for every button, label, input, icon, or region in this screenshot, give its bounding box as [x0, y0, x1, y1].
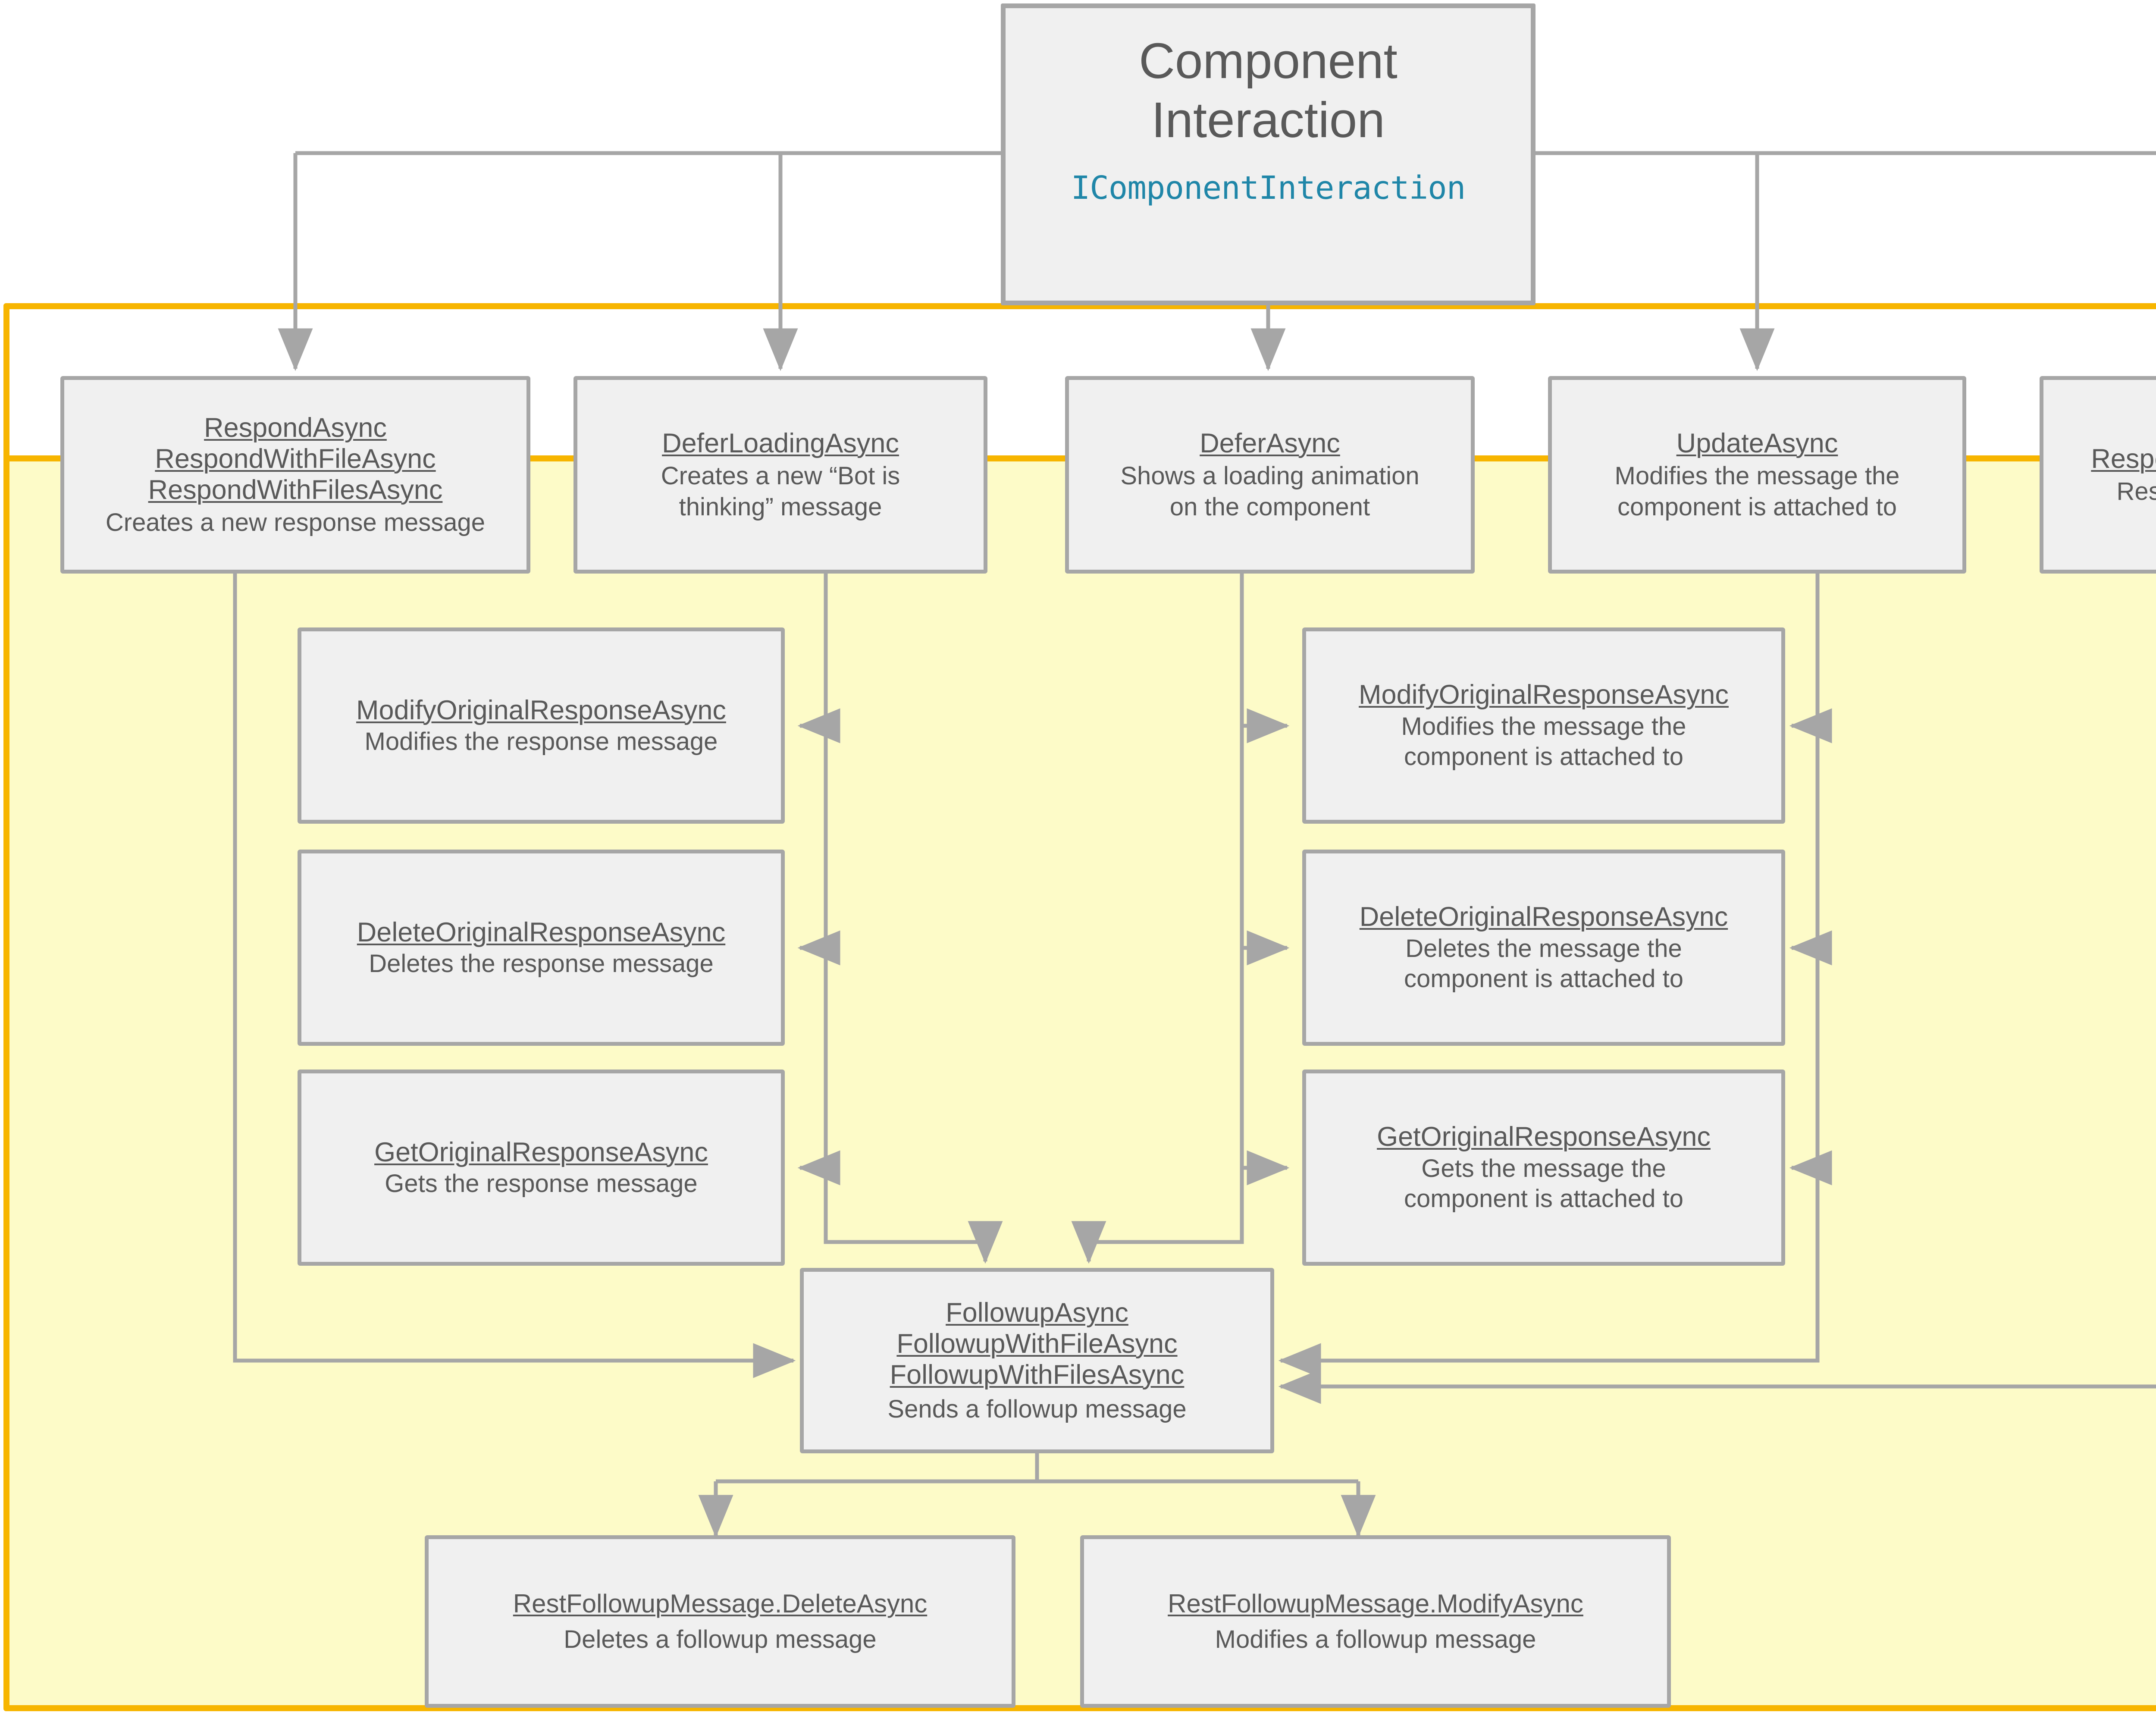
node-defer-loading-async[interactable]: DeferLoadingAsync Creates a new “Bot is … — [573, 376, 987, 574]
method-description: Shows a loading animation — [1120, 461, 1420, 490]
node-followup-async[interactable]: FollowupAsync FollowupWithFileAsync Foll… — [800, 1268, 1274, 1453]
method-description: Creates a new “Bot is — [661, 461, 900, 490]
method-name: GetOriginalResponseAsync — [374, 1137, 708, 1167]
node-delete-original-response-async-left[interactable]: DeleteOriginalResponseAsync Deletes the … — [298, 850, 785, 1046]
wire-defer-trunk — [1071, 574, 1244, 1264]
node-delete-original-response-async-mid[interactable]: DeleteOriginalResponseAsync Deletes the … — [1302, 850, 1785, 1046]
node-rest-followup-modify-async[interactable]: RestFollowupMessage.ModifyAsync Modifies… — [1080, 1535, 1671, 1708]
method-description: component is attached to — [1404, 743, 1684, 771]
method-description: Deletes the response message — [369, 950, 714, 978]
node-get-original-response-async-left[interactable]: GetOriginalResponseAsync Gets the respon… — [298, 1070, 785, 1266]
method-description: Responds with a modal — [2116, 477, 2156, 505]
method-description: Deletes a followup message — [564, 1625, 877, 1654]
method-name: FollowupWithFileAsync — [896, 1329, 1178, 1359]
wire-update-trunk — [1278, 574, 1820, 1378]
method-description: component is attached to — [1404, 965, 1684, 993]
method-description: Deletes the message the — [1405, 935, 1682, 963]
method-name: ModifyOriginalResponseAsync — [356, 695, 726, 725]
method-description: Gets the message the — [1421, 1154, 1666, 1183]
method-description: Gets the response message — [385, 1170, 698, 1198]
wire-respond-to-followup — [233, 574, 796, 1378]
root-title-line2: Interaction — [1151, 91, 1385, 148]
node-defer-async[interactable]: DeferAsync Shows a loading animation on … — [1065, 376, 1475, 574]
node-rest-followup-delete-async[interactable]: RestFollowupMessage.DeleteAsync Deletes … — [425, 1535, 1015, 1708]
node-get-original-response-async-mid[interactable]: GetOriginalResponseAsync Gets the messag… — [1302, 1070, 1785, 1266]
method-description: Creates a new response message — [105, 508, 486, 536]
node-modify-original-response-async-left[interactable]: ModifyOriginalResponseAsync Modifies the… — [298, 627, 785, 824]
method-name: GetOriginalResponseAsync — [1377, 1122, 1711, 1152]
method-name: FollowupAsync — [946, 1298, 1128, 1328]
method-name: DeferAsync — [1200, 428, 1340, 458]
wire-modal-to-followup — [1278, 1369, 2156, 1404]
method-name: RespondAsync — [204, 413, 387, 443]
method-name: ModifyOriginalResponseAsync — [1359, 680, 1729, 710]
method-description: Modifies a followup message — [1215, 1625, 1536, 1654]
node-respond-with-modal-async[interactable]: RespondWithModalAsync Responds with a mo… — [2040, 376, 2156, 574]
method-description: on the component — [1169, 492, 1370, 521]
method-name: DeleteOriginalResponseAsync — [357, 917, 726, 947]
method-description: component is attached to — [1617, 492, 1897, 521]
wire-deferloading-trunk — [824, 574, 1003, 1264]
method-name: DeleteOriginalResponseAsync — [1359, 902, 1728, 932]
node-respond-async[interactable]: RespondAsync RespondWithFileAsync Respon… — [60, 376, 530, 574]
method-description: thinking” message — [679, 492, 882, 521]
method-name: RespondWithFileAsync — [155, 444, 436, 474]
method-description: Modifies the response message — [364, 728, 718, 756]
method-name: DeferLoadingAsync — [662, 428, 899, 458]
node-update-async[interactable]: UpdateAsync Modifies the message the com… — [1548, 376, 1966, 574]
node-modify-original-response-async-mid[interactable]: ModifyOriginalResponseAsync Modifies the… — [1302, 627, 1785, 824]
method-description: component is attached to — [1404, 1185, 1684, 1213]
method-description: Sends a followup message — [887, 1395, 1187, 1423]
method-description: Modifies the message the — [1401, 712, 1686, 741]
method-description: Modifies the message the — [1614, 461, 1900, 490]
root-interface-name: IComponentInteraction — [1071, 169, 1466, 207]
method-name: FollowupWithFilesAsync — [890, 1359, 1185, 1390]
method-name: UpdateAsync — [1676, 428, 1838, 458]
root-node-component-interaction[interactable]: Component Interaction IComponentInteract… — [1001, 3, 1536, 305]
method-name: RestFollowupMessage.ModifyAsync — [1168, 1589, 1583, 1618]
method-name: RespondWithModalAsync — [2091, 444, 2156, 474]
method-name: RespondWithFilesAsync — [148, 474, 443, 505]
method-name: RestFollowupMessage.DeleteAsync — [513, 1589, 928, 1618]
root-title-line1: Component — [1139, 33, 1398, 89]
